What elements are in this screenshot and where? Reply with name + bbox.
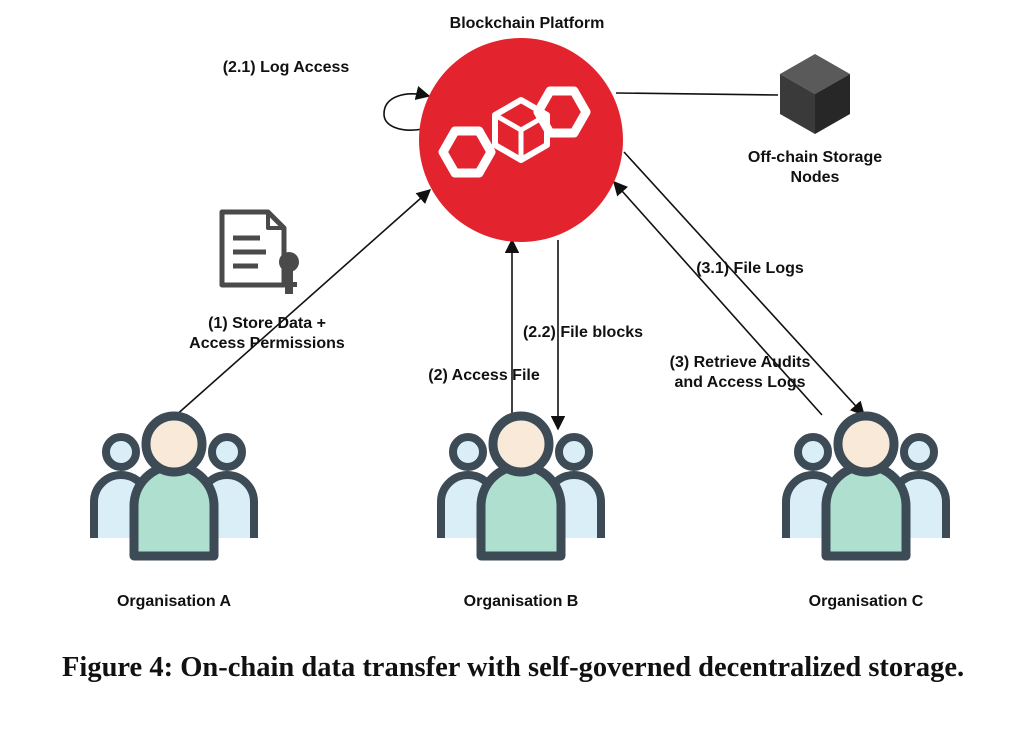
edge-labels: (2.1) Log Access (1) Store Data + Access…	[189, 59, 810, 391]
organisation-a-label: Organisation A	[117, 593, 232, 610]
store-data-label-line1: (1) Store Data +	[208, 315, 326, 332]
people-group-icon	[94, 416, 254, 556]
hexagon-chain-icon	[438, 86, 591, 178]
organisation-b-node: Organisation B	[441, 416, 601, 610]
file-logs-label: (3.1) File Logs	[696, 260, 804, 277]
file-blocks-label: (2.2) File blocks	[523, 324, 643, 341]
retrieve-audits-arrow	[613, 180, 823, 416]
platform-label: Blockchain Platform	[450, 15, 605, 32]
offchain-storage-node: Off-chain Storage Nodes	[748, 54, 882, 186]
store-data-label-line2: Access Permissions	[189, 335, 345, 352]
figure-caption: Figure 4: On-chain data transfer with se…	[62, 652, 965, 683]
people-group-icon	[441, 416, 601, 556]
organisation-a-node: Organisation A	[94, 416, 254, 610]
retrieve-audits-label-line2: and Access Logs	[674, 374, 805, 391]
organisation-c-label: Organisation C	[809, 593, 924, 610]
access-file-label: (2) Access File	[428, 367, 540, 384]
organisation-c-node: Organisation C	[786, 416, 946, 610]
connectors	[173, 85, 865, 431]
log-access-loop-arrow	[383, 85, 431, 131]
blockchain-platform-node: Blockchain Platform	[419, 15, 623, 242]
storage-label-line2: Nodes	[791, 169, 840, 186]
file-logs-arrow	[623, 151, 865, 417]
storage-label-line1: Off-chain Storage	[748, 149, 882, 166]
organisation-b-label: Organisation B	[464, 593, 579, 610]
cube-icon	[780, 54, 850, 134]
store-data-arrow	[173, 189, 432, 418]
document-key-icon	[219, 209, 299, 294]
retrieve-audits-label-line1: (3) Retrieve Audits	[670, 354, 811, 371]
storage-link-line	[615, 92, 779, 96]
log-access-label: (2.1) Log Access	[223, 59, 350, 76]
people-group-icon	[786, 416, 946, 556]
